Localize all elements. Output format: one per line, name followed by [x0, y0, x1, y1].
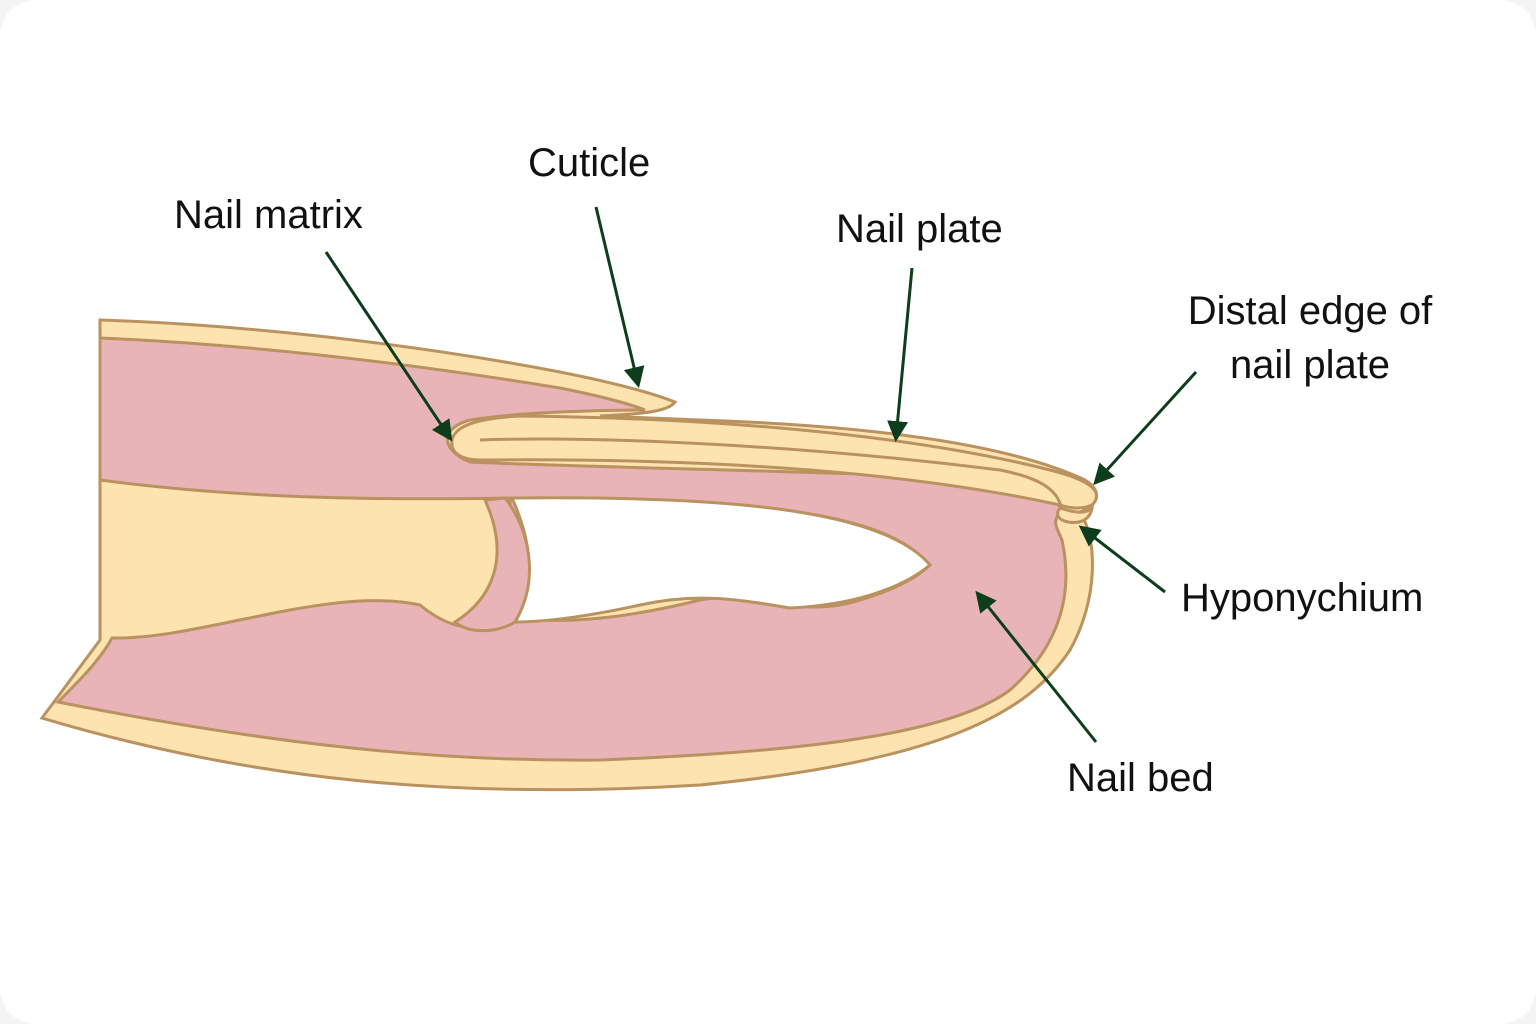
arrow-nail-bed: [975, 590, 1098, 743]
arrow-nail-matrix: [324, 251, 453, 442]
label-nail-matrix: Nail matrix: [174, 193, 363, 237]
label-hyponychium: Hyponychium: [1181, 576, 1424, 620]
nail-matrix-fold-line: [479, 437, 1064, 513]
label-nail-plate: Nail plate: [836, 207, 1003, 251]
label-distal-edge-line2: nail plate: [1229, 343, 1391, 387]
label-distal-edge: Distal edge of nail plate: [1160, 284, 1460, 392]
arrow-distal-edge: [1093, 370, 1198, 486]
arrow-hyponychium: [1078, 525, 1166, 594]
arrow-cuticle: [594, 206, 645, 389]
arrow-nail-plate: [887, 267, 914, 443]
connective-strand: [452, 496, 531, 633]
hyponychium-shape: [1056, 503, 1095, 524]
label-nail-bed: Nail bed: [1067, 756, 1214, 800]
label-cuticle: Cuticle: [528, 141, 651, 185]
label-distal-edge-line1: Distal edge of: [1187, 289, 1433, 333]
